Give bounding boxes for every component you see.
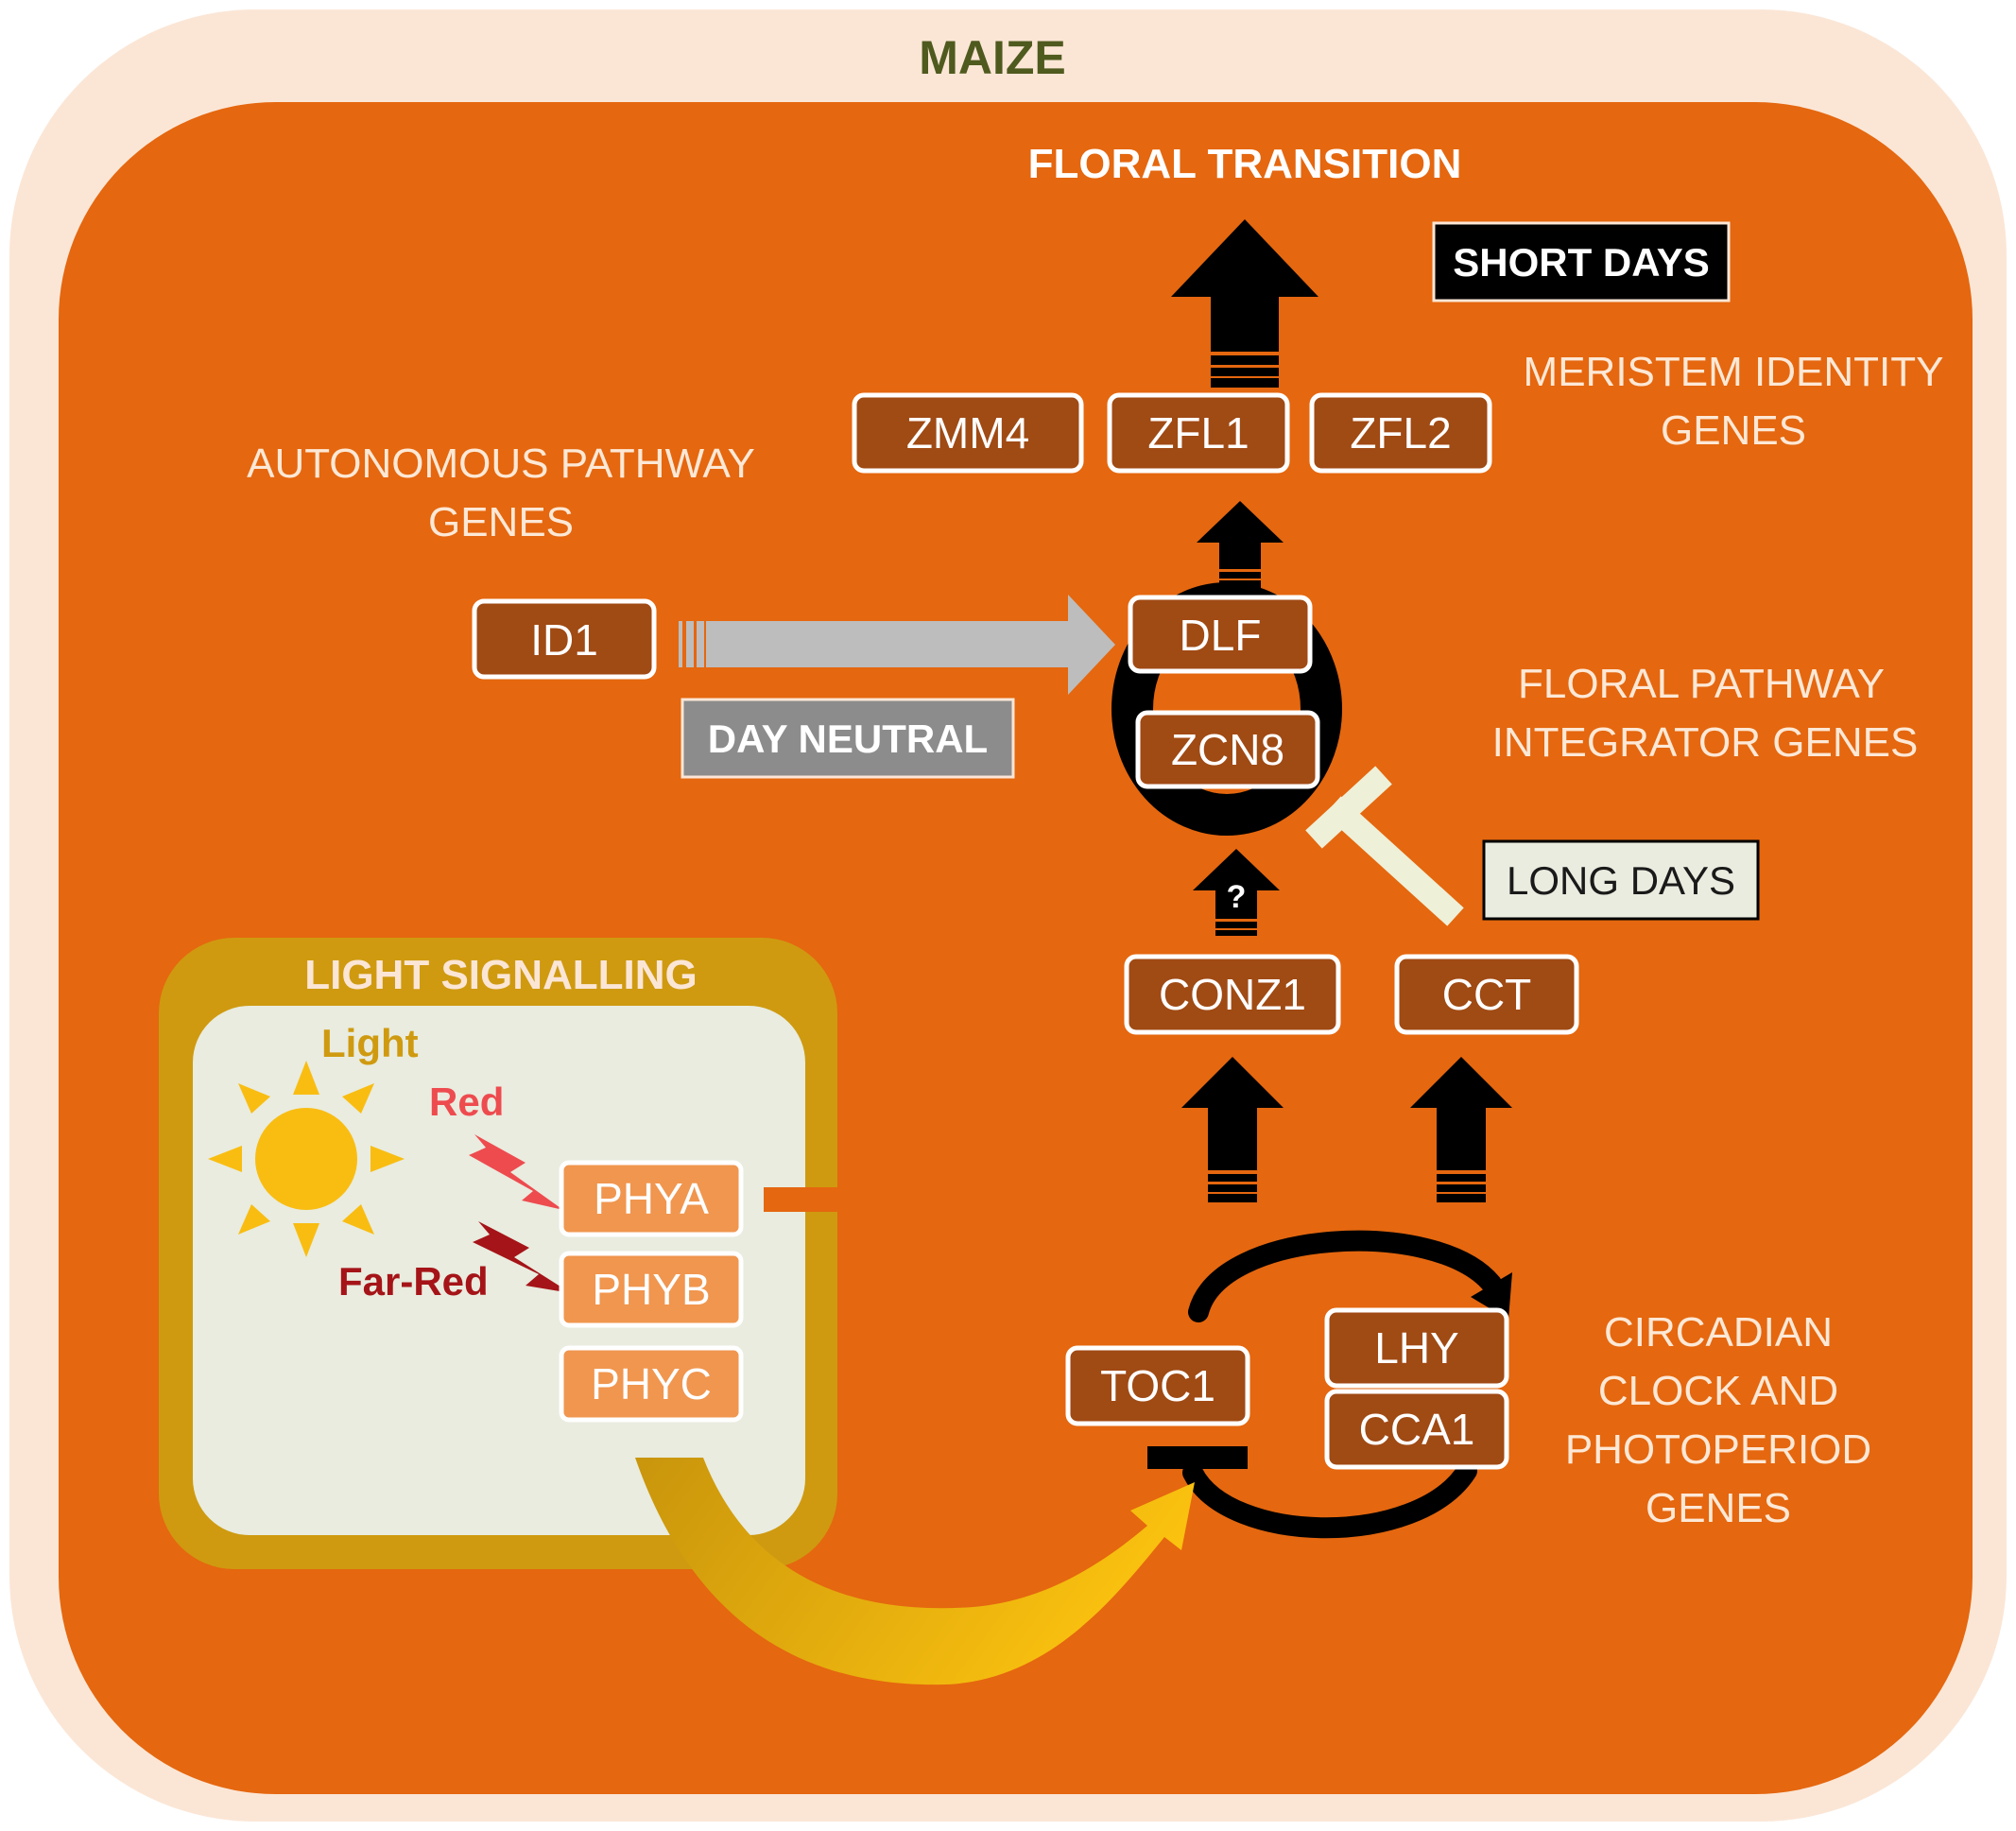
gene-toc1: TOC1 [1065,1345,1250,1426]
light-signalling-title: LIGHT SIGNALLING [304,952,698,998]
autonomous-pathway-label-1: AUTONOMOUS PATHWAY [247,440,755,487]
gene-cct: CCT [1394,954,1579,1035]
svg-text:PHYB: PHYB [592,1265,710,1314]
arrow-to-floral-transition [1171,219,1318,388]
floral-integrator-label-2: INTEGRATOR GENES [1492,719,1919,766]
circadian-label-3: PHOTOPERIOD [1565,1426,1871,1473]
svg-text:CCA1: CCA1 [1359,1405,1475,1454]
phytochrome-phyb: PHYB [559,1251,744,1328]
svg-text:ZFL1: ZFL1 [1147,408,1249,458]
svg-text:PHYA: PHYA [594,1174,709,1223]
circadian-label-4: GENES [1646,1485,1791,1531]
far-red-label: Far-Red [338,1259,489,1304]
gene-lhy: LHY [1324,1307,1509,1389]
phya-connector [764,1187,839,1212]
gene-zfl1: ZFL1 [1107,392,1290,474]
svg-text:TOC1: TOC1 [1100,1361,1215,1410]
phytochrome-phyc: PHYC [559,1345,744,1423]
arrow-conz1-to-zcn8: ? [1193,849,1280,936]
gene-zmm4: ZMM4 [852,392,1084,474]
autonomous-pathway-label-2: GENES [428,499,574,545]
unknown-link-mark: ? [1227,879,1247,915]
red-light-label: Red [429,1080,504,1124]
svg-text:CCT: CCT [1442,970,1532,1019]
light-label: Light [321,1021,419,1065]
short-days-label: SHORT DAYS [1453,240,1710,285]
svg-text:CONZ1: CONZ1 [1159,970,1306,1019]
arrow-dlf-to-meristem [1197,501,1284,588]
svg-text:PHYC: PHYC [591,1359,712,1408]
svg-text:ZCN8: ZCN8 [1171,725,1284,774]
long-days-box [1482,839,1760,921]
floral-integrator-label-1: FLORAL PATHWAY [1518,661,1885,707]
circadian-label-1: CIRCADIAN [1604,1309,1833,1356]
gene-zfl2: ZFL2 [1309,392,1492,474]
red-lightning-icon [469,1134,563,1210]
phytochrome-phya: PHYA [559,1160,744,1237]
day-neutral-box [681,698,1015,779]
gene-conz1: CONZ1 [1124,954,1341,1035]
circadian-loop [1147,1230,1512,1539]
gene-zcn8: ZCN8 [1135,710,1320,789]
svg-text:DLF: DLF [1180,611,1262,660]
day-neutral-label: DAY NEUTRAL [708,717,988,761]
meristem-identity-label-1: MERISTEM IDENTITY [1524,349,1944,395]
diagram-title: MAIZE [919,31,1066,84]
arrow-clock-to-cct [1410,1057,1512,1202]
short-days-box [1432,221,1731,302]
cct-inhibits-zcn8 [1305,766,1464,926]
gene-cca1: CCA1 [1324,1389,1509,1470]
svg-text:LHY: LHY [1374,1323,1458,1373]
meristem-identity-label-2: GENES [1661,407,1806,454]
far-red-lightning-icon [473,1221,571,1293]
arrow-light-to-clock [635,1458,1195,1685]
svg-text:ZFL2: ZFL2 [1350,408,1451,458]
svg-text:ID1: ID1 [530,615,598,665]
svg-text:ZMM4: ZMM4 [906,408,1029,458]
floral-transition-label: FLORAL TRANSITION [1028,141,1462,187]
circadian-label-2: CLOCK AND [1598,1368,1838,1414]
sun-icon [208,1061,405,1257]
gene-dlf: DLF [1128,595,1313,674]
arrow-id1-to-dlf [679,595,1115,695]
arrow-clock-to-conz1 [1181,1057,1284,1202]
long-days-label: LONG DAYS [1507,858,1735,903]
gene-id1: ID1 [472,598,657,680]
